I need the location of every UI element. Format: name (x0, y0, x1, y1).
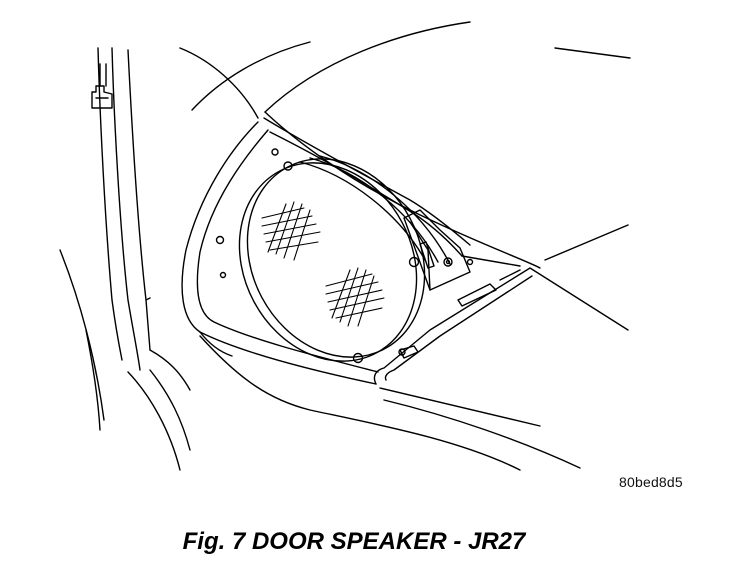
figure-caption-text: Fig. 7 DOOR SPEAKER - JR27 (182, 528, 526, 555)
speaker-recess (181, 117, 521, 385)
figure-reference-code: 80bed8d5 (619, 474, 683, 490)
latch-bracket (91, 63, 113, 109)
figure-caption: Fig. 7 DOOR SPEAKER - JR27 (0, 528, 736, 556)
door-pillar (59, 47, 191, 471)
door-sill (199, 267, 629, 471)
speaker-cone (238, 155, 451, 362)
speaker-bracket (403, 209, 471, 291)
door-panel-lower (149, 331, 233, 451)
speaker-hatching (261, 201, 385, 327)
